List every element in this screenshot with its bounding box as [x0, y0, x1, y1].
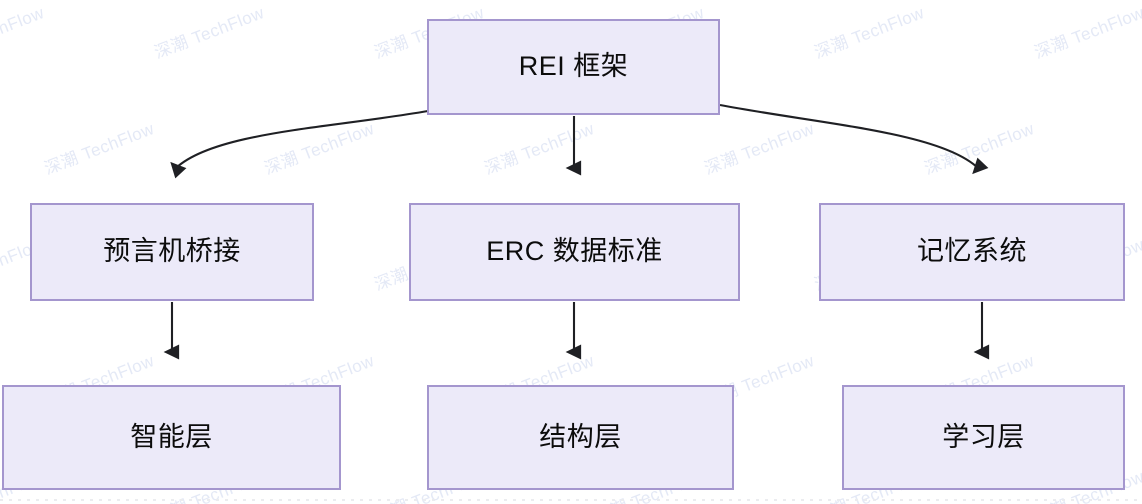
- node-memory-system[interactable]: 记忆系统: [819, 203, 1125, 301]
- watermark-text: 深潮 TechFlow: [811, 3, 927, 63]
- watermark-text: 深潮 TechFlow: [921, 119, 1037, 179]
- watermark-text: 深潮 TechFlow: [41, 119, 157, 179]
- node-intelligence-layer[interactable]: 智能层: [2, 385, 341, 490]
- node-structure-layer[interactable]: 结构层: [427, 385, 734, 490]
- node-label: ERC 数据标准: [486, 236, 663, 267]
- watermark-text: 深潮 TechFlow: [0, 3, 47, 62]
- watermark-text: 深潮 TechFlow: [1031, 3, 1142, 63]
- node-label: 智能层: [130, 421, 213, 452]
- edge-root-to-oracle: [170, 109, 429, 179]
- node-label: 学习层: [942, 421, 1025, 452]
- watermark-text: 深潮 TechFlow: [701, 119, 817, 179]
- node-learning-layer[interactable]: 学习层: [842, 385, 1125, 490]
- bottom-divider: [0, 499, 1142, 501]
- node-label: 记忆系统: [917, 236, 1027, 267]
- node-label: REI 框架: [518, 51, 629, 82]
- watermark-text: 深潮 TechFlow: [261, 119, 377, 179]
- node-label: 预言机桥接: [103, 236, 241, 267]
- watermark-text: 深潮 TechFlow: [151, 3, 267, 63]
- node-rei-framework[interactable]: REI 框架: [427, 19, 720, 115]
- edge-root-to-memory: [719, 103, 989, 175]
- node-oracle-bridge[interactable]: 预言机桥接: [30, 203, 314, 301]
- node-label: 结构层: [539, 421, 622, 452]
- watermark-text: 深潮 TechFlow: [481, 119, 597, 179]
- node-erc-data-standard[interactable]: ERC 数据标准: [409, 203, 740, 301]
